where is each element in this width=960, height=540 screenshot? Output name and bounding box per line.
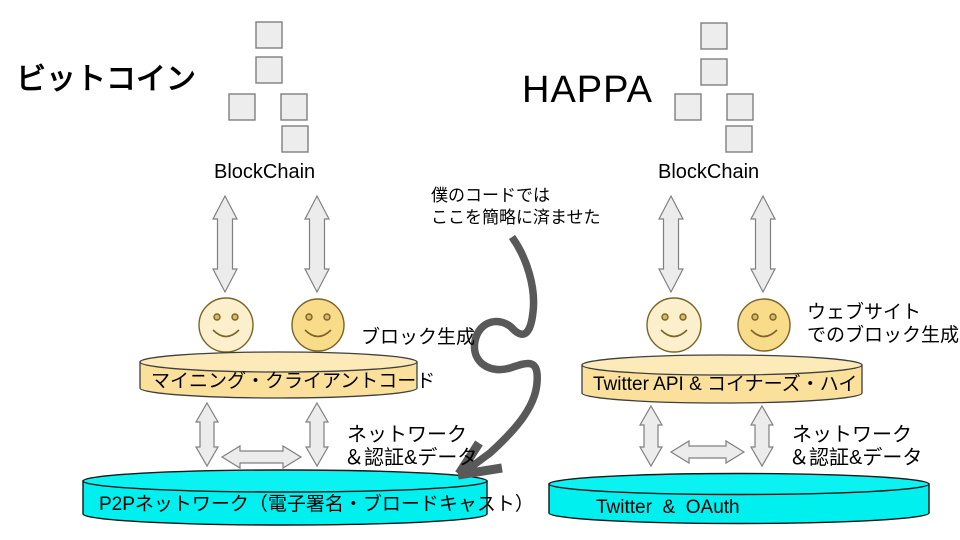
block-icon bbox=[674, 93, 702, 121]
block-icon bbox=[700, 58, 728, 86]
client-layer-cylinder-left bbox=[139, 351, 418, 399]
double-arrow-icon bbox=[750, 194, 776, 294]
cylinder-body bbox=[548, 483, 930, 525]
squiggle-arrow-line bbox=[464, 234, 541, 474]
block-icon bbox=[726, 93, 754, 121]
right-blockchain-label: BlockChain bbox=[658, 161, 760, 183]
double-arrow-horizontal-icon bbox=[220, 444, 303, 470]
right-transport-layer-label: Twitter & OAuth bbox=[596, 497, 740, 518]
cylinder-body bbox=[581, 364, 863, 404]
double-arrow-icon bbox=[212, 194, 238, 294]
right-client-layer-label: Twitter API & コイナーズ・ハイ bbox=[593, 374, 858, 395]
block-icon bbox=[280, 93, 308, 121]
left-transport-layer-label: P2Pネットワーク（電子署名・ブロードキャスト） bbox=[99, 494, 534, 515]
double-arrow-icon bbox=[638, 404, 664, 468]
double-arrow-icon bbox=[304, 401, 330, 468]
block-icon bbox=[255, 56, 283, 84]
sync-arrows-bottom bbox=[194, 401, 775, 470]
cylinder-top bbox=[82, 469, 488, 493]
double-arrow-icon bbox=[304, 194, 330, 294]
right-generation-label-line1: ウェブサイト bbox=[807, 302, 922, 323]
left-client-layer-label: マイニング・クライアントコード bbox=[151, 371, 436, 392]
left-title: ビットコイン bbox=[16, 63, 196, 96]
miner-faces bbox=[198, 297, 791, 353]
double-arrow-icon bbox=[194, 401, 220, 468]
left-generation-label: ブロック生成 bbox=[361, 327, 476, 348]
left-blockchain-label: BlockChain bbox=[214, 161, 316, 183]
smiley-face-icon bbox=[646, 297, 702, 353]
smiley-face-icon bbox=[291, 298, 345, 352]
right-network-label-line1: ネットワーク bbox=[792, 424, 912, 446]
annotation-line1: 僕のコードでは bbox=[431, 186, 550, 205]
left-network-label-line2: ＆認証&データ bbox=[344, 447, 478, 469]
block-icon bbox=[255, 21, 283, 49]
squiggle-arrow bbox=[455, 234, 541, 480]
smiley-face-icon bbox=[198, 297, 254, 353]
transport-layer-cylinder-right bbox=[548, 472, 930, 525]
double-arrow-horizontal-icon bbox=[669, 439, 746, 465]
double-arrow-icon bbox=[749, 404, 775, 468]
right-network-label-line2: ＆認証&データ bbox=[789, 447, 923, 469]
cylinder-top bbox=[139, 351, 418, 373]
blockchain-blocks-left bbox=[228, 21, 309, 153]
smiley-face-icon bbox=[737, 298, 791, 352]
cylinder-top bbox=[548, 472, 930, 496]
block-icon bbox=[228, 93, 256, 121]
sync-arrows-top bbox=[212, 194, 776, 294]
transport-layer-cylinder-left bbox=[82, 469, 488, 526]
double-arrow-icon bbox=[658, 194, 684, 294]
left-network-label-line1: ネットワーク bbox=[347, 424, 467, 446]
cylinder-body bbox=[82, 480, 488, 526]
block-icon bbox=[725, 125, 753, 153]
blockchain-blocks-right bbox=[674, 22, 754, 153]
right-title: HAPPA bbox=[522, 69, 654, 111]
annotation-line2: ここを簡略に済ませた bbox=[431, 208, 601, 227]
block-icon bbox=[281, 125, 309, 153]
right-generation-label-line2: でのブロック生成 bbox=[807, 325, 960, 346]
arrowhead-icon bbox=[455, 440, 503, 480]
cylinder-top bbox=[581, 354, 863, 376]
client-layer-cylinder-right bbox=[581, 354, 863, 404]
block-icon bbox=[700, 22, 728, 50]
